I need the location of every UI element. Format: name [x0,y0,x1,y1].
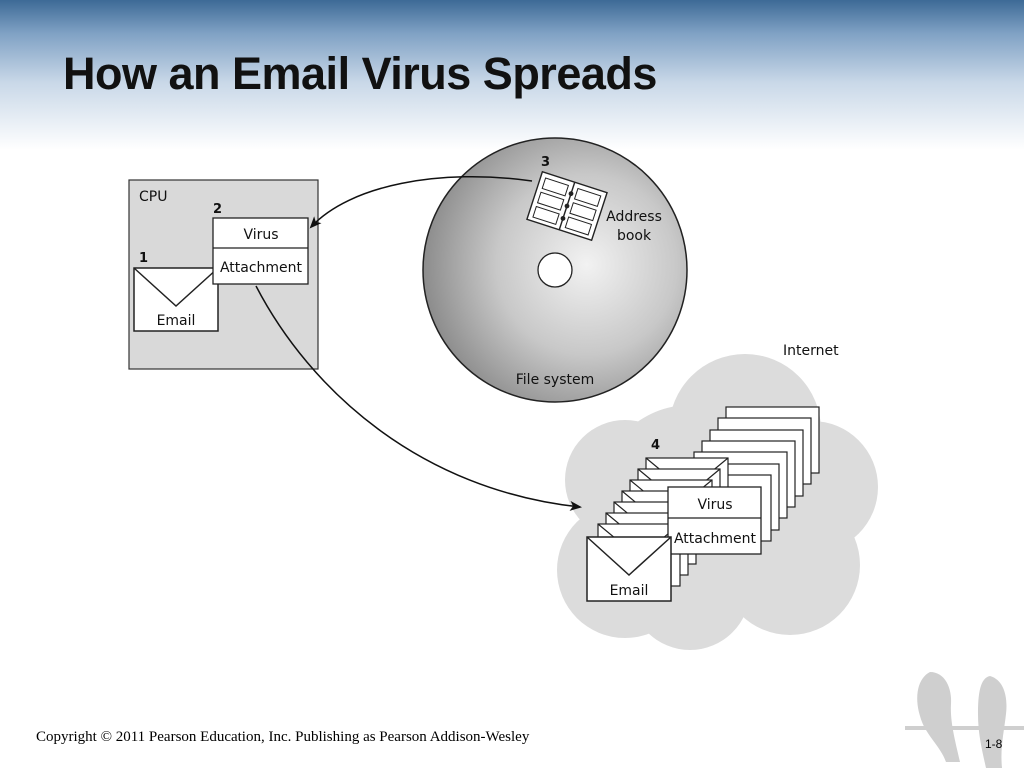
internet-email-stack: Virus Attachment Email [586,406,820,602]
page-number: 1-8 [985,737,1003,751]
cpu-label: CPU [139,189,167,205]
arrow-address-book-to-cpu [309,176,533,229]
file-system-label: File system [516,372,595,388]
file-system-disk: File system 3 Address book [422,137,688,403]
cpu-step-2: 2 [213,202,222,217]
internet-step-4: 4 [651,438,660,453]
cpu-attachment-box: Virus Attachment [212,217,309,285]
address-book-label-line2: book [617,228,652,244]
header-band [0,0,1024,150]
internet-label: Internet [783,343,839,359]
address-book-label-line1: Address [606,209,662,225]
internet-attachment-box: Virus Attachment [667,486,762,555]
internet-virus-label: Virus [697,497,732,513]
cpu-email-label: Email [157,313,196,329]
birds-logo [905,672,1024,768]
copyright-notice: Copyright © 2011 Pearson Education, Inc.… [36,729,530,745]
internet-email-icon: Email [586,536,672,602]
internet-attachment-label: Attachment [674,531,757,547]
address-book-icon [526,170,608,242]
slide-title: How an Email Virus Spreads [63,48,657,99]
cpu-email-icon: Email [133,267,219,332]
cpu-attachment-label: Attachment [220,260,303,276]
internet-email-label: Email [610,583,649,599]
arrow-attachment-to-internet [255,285,582,511]
cpu-box: CPU 2 1 Email Virus Attachment [128,179,319,370]
cpu-virus-label: Virus [243,227,278,243]
cpu-step-1: 1 [139,251,148,266]
file-system-step-3: 3 [541,155,550,170]
